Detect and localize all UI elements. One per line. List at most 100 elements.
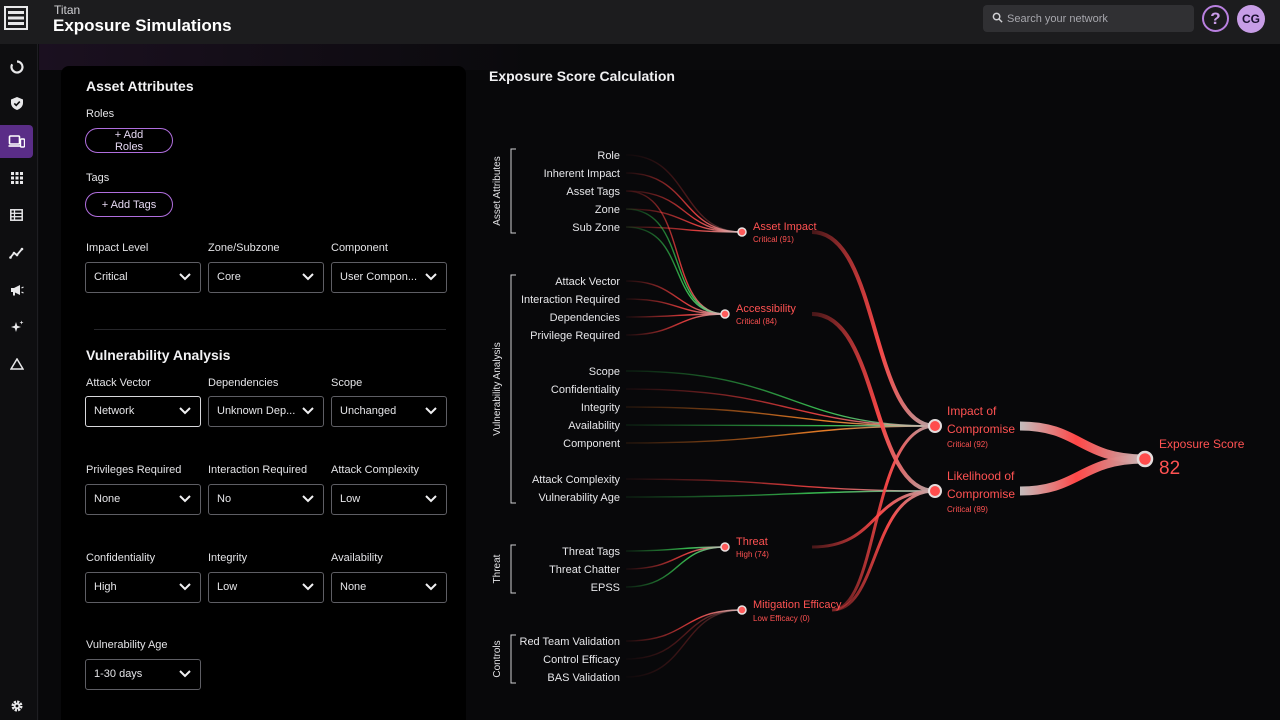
interaction-required-label: Interaction Required xyxy=(208,464,308,476)
impact-level-select[interactable]: Critical xyxy=(85,262,201,293)
dependencies-value: Unknown Dep... xyxy=(217,405,296,417)
search-input[interactable] xyxy=(1007,5,1187,32)
group-label-asset-attributes: Asset Attributes xyxy=(492,156,503,225)
attack-vector-select[interactable]: Network xyxy=(85,396,201,427)
flow-impact-to-exposure xyxy=(1019,421,1146,464)
node-exposure-score[interactable]: Exposure Score 82 xyxy=(1136,437,1245,479)
input-component: Component xyxy=(563,438,620,450)
input-dependencies: Dependencies xyxy=(550,312,621,324)
input-vulnerability-age: Vulnerability Age xyxy=(538,492,620,504)
node-impact-of-compromise[interactable]: Impact of Compromise Critical (92) xyxy=(928,404,1015,449)
node-sub: Critical (84) xyxy=(736,317,777,326)
nav-trends[interactable] xyxy=(0,236,33,269)
input-bas-validation: BAS Validation xyxy=(547,672,620,684)
dependencies-label: Dependencies xyxy=(208,377,279,389)
node-accessibility[interactable]: Accessibility Critical (84) xyxy=(720,303,796,326)
flow-asset-impact-to-impact xyxy=(811,230,936,428)
chevron-down-icon xyxy=(425,407,437,415)
attack-complexity-value: Low xyxy=(340,493,361,505)
integrity-label: Integrity xyxy=(208,552,248,564)
availability-label: Availability xyxy=(331,552,383,564)
node-dot xyxy=(720,542,730,552)
nav-dashboard[interactable] xyxy=(0,50,33,83)
chevron-down-icon xyxy=(425,273,437,281)
node-sub: Critical (92) xyxy=(947,440,988,449)
user-avatar[interactable]: CG xyxy=(1237,5,1265,33)
search-box[interactable] xyxy=(983,5,1194,32)
zone-label: Zone/Subzone xyxy=(208,242,280,254)
exposure-score-label: Exposure Score xyxy=(1159,437,1245,451)
privileges-required-value: None xyxy=(94,493,121,505)
zone-value: Core xyxy=(217,271,241,283)
interaction-required-select[interactable]: No xyxy=(208,484,324,515)
nav-ai[interactable] xyxy=(0,310,33,343)
flow-inherent-impact xyxy=(625,172,743,233)
flow-mitigation-to-likelihood xyxy=(831,489,936,612)
scope-select[interactable]: Unchanged xyxy=(331,396,447,427)
node-likelihood-of-compromise[interactable]: Likelihood of Compromise Critical (89) xyxy=(928,469,1015,514)
apps-grid-icon xyxy=(10,171,23,184)
node-sub: High (74) xyxy=(736,550,769,559)
confidentiality-select[interactable]: High xyxy=(85,572,201,603)
help-button[interactable]: ? xyxy=(1202,5,1229,32)
chevron-down-icon xyxy=(302,583,314,591)
search-icon xyxy=(992,12,1003,23)
flow-integrity xyxy=(625,406,936,427)
impact-level-value: Critical xyxy=(94,271,128,283)
input-attack-complexity: Attack Complexity xyxy=(532,474,621,486)
chevron-down-icon xyxy=(302,495,314,503)
node-label: Accessibility xyxy=(736,303,796,315)
titan-logo-icon[interactable] xyxy=(4,6,28,30)
nav-table[interactable] xyxy=(0,198,33,231)
chevron-down-icon xyxy=(425,583,437,591)
node-dot xyxy=(928,484,942,498)
input-labels: Role Inherent Impact Asset Tags Zone Sub… xyxy=(520,150,621,684)
header-gradient xyxy=(39,44,1280,70)
node-label: Mitigation Efficacy xyxy=(753,599,842,611)
attack-vector-label: Attack Vector xyxy=(86,377,151,389)
interaction-required-value: No xyxy=(217,493,232,505)
node-label: Asset Impact xyxy=(753,221,817,233)
add-tags-button[interactable]: + Add Tags xyxy=(85,192,173,217)
node-asset-impact[interactable]: Asset Impact Critical (91) xyxy=(737,221,817,244)
chevron-down-icon xyxy=(179,273,191,281)
input-epss: EPSS xyxy=(591,582,620,594)
availability-select[interactable]: None xyxy=(331,572,447,603)
shield-check-icon xyxy=(10,97,23,110)
privileges-required-select[interactable]: None xyxy=(85,484,201,515)
node-mitigation-efficacy[interactable]: Mitigation Efficacy Low Efficacy (0) xyxy=(737,599,842,623)
vulnerability-age-select[interactable]: 1-30 days xyxy=(85,659,201,690)
nav-alerts[interactable] xyxy=(0,347,33,380)
input-privilege-required: Privilege Required xyxy=(530,330,620,342)
dependencies-select[interactable]: Unknown Dep... xyxy=(208,396,324,427)
group-brackets xyxy=(510,148,516,684)
table-icon xyxy=(10,208,23,221)
attack-complexity-select[interactable]: Low xyxy=(331,484,447,515)
flow-red-team xyxy=(625,609,743,642)
nav-settings[interactable] xyxy=(0,689,33,720)
integrity-select[interactable]: Low xyxy=(208,572,324,603)
impact-level-label: Impact Level xyxy=(86,242,149,254)
nav-security[interactable] xyxy=(0,87,33,120)
nav-devices[interactable] xyxy=(0,125,33,158)
component-select[interactable]: User Compon... xyxy=(331,262,447,293)
input-zone: Zone xyxy=(595,204,620,216)
add-roles-button[interactable]: + Add Roles xyxy=(85,128,173,153)
integrity-value: Low xyxy=(217,581,238,593)
input-red-team-validation: Red Team Validation xyxy=(520,636,621,648)
node-threat[interactable]: Threat High (74) xyxy=(720,536,769,559)
chevron-down-icon xyxy=(302,273,314,281)
trend-chart-icon xyxy=(9,247,24,259)
node-sub: Critical (91) xyxy=(753,235,794,244)
section-divider xyxy=(94,329,446,330)
aggregate-flows xyxy=(811,230,1146,612)
chevron-down-icon xyxy=(302,407,314,415)
input-role: Role xyxy=(597,150,620,162)
nav-apps[interactable] xyxy=(0,161,33,194)
node-label-line2: Compromise xyxy=(947,487,1015,501)
input-threat-chatter: Threat Chatter xyxy=(549,564,620,576)
zone-select[interactable]: Core xyxy=(208,262,324,293)
nav-announcements[interactable] xyxy=(0,273,33,306)
flow-sub-zone xyxy=(625,226,743,233)
warning-triangle-icon xyxy=(9,357,24,370)
